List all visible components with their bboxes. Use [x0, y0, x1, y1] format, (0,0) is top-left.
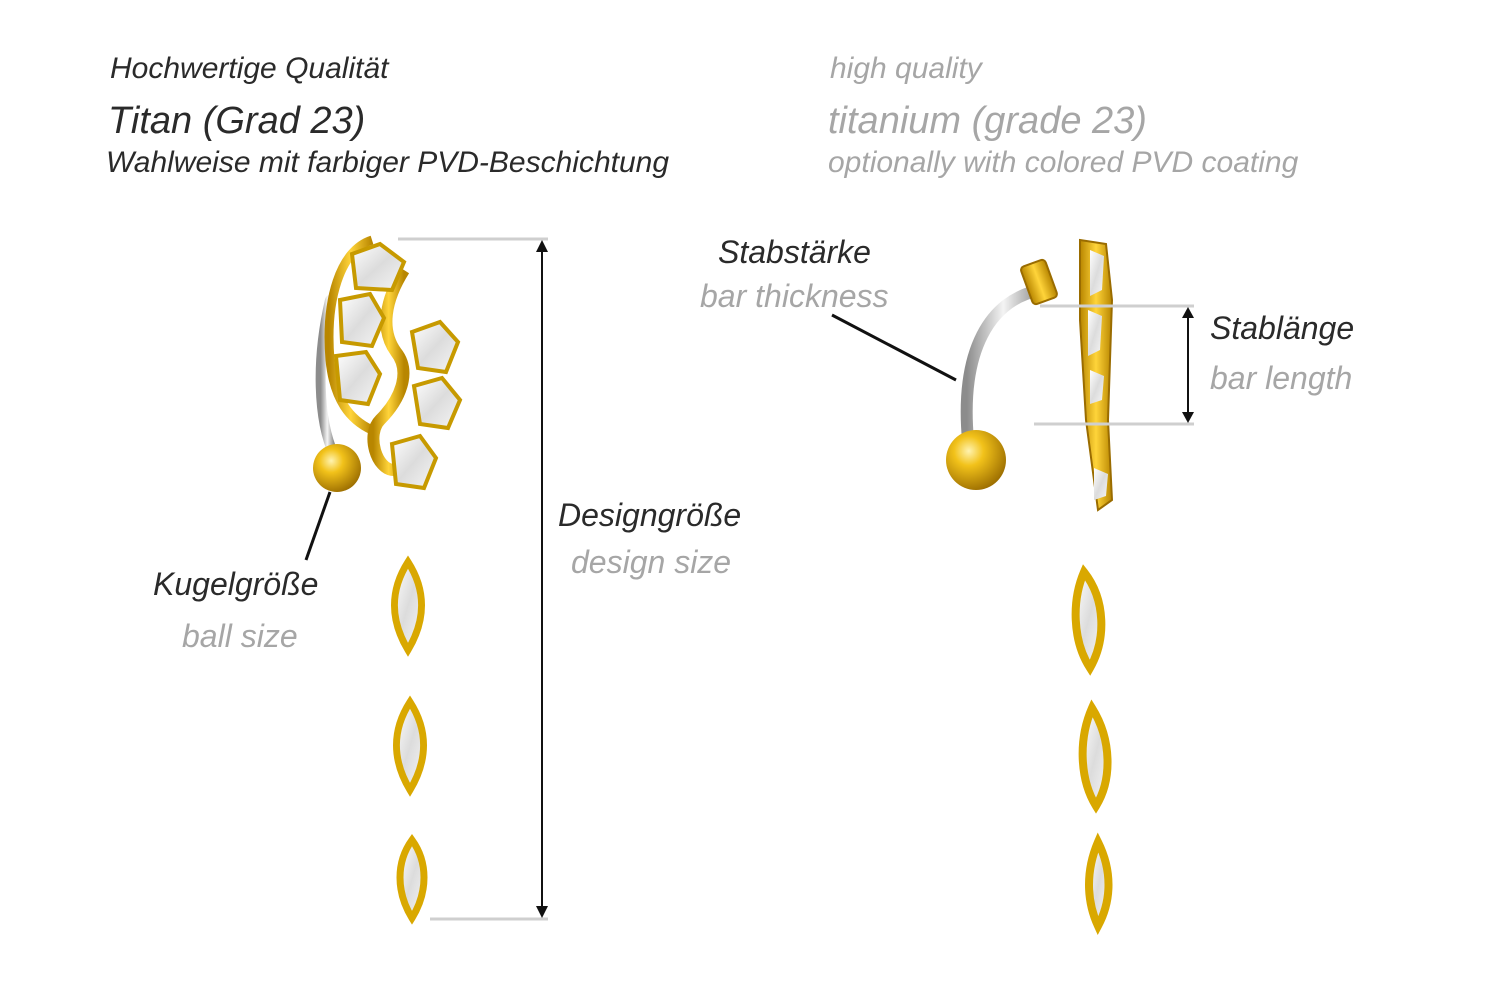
- bar-thickness-label-en: bar thickness: [700, 278, 889, 314]
- side-dangle-chain: [1071, 510, 1113, 935]
- header-material-de: Titan (Grad 23): [108, 100, 366, 142]
- header-material-en: titanium (grade 23): [828, 100, 1147, 142]
- front-view-jewelry: [313, 235, 463, 925]
- bar-length-label-en: bar length: [1210, 360, 1353, 396]
- header-coating-de: Wahlweise mit farbiger PVD-Beschichtung: [106, 146, 670, 179]
- header-coating-en: optionally with colored PVD coating: [828, 146, 1299, 179]
- front-dangle-chain: [391, 495, 428, 925]
- bar-thickness-pointer: [831, 313, 957, 382]
- bar-length-dimension: [1034, 304, 1194, 426]
- header-quality-de: Hochwertige Qualität: [110, 52, 389, 85]
- front-ball: [313, 444, 361, 492]
- bar-length-label-de: Stablänge: [1210, 310, 1355, 346]
- front-gems: [333, 241, 463, 491]
- design-size-label-de: Designgröße: [558, 497, 742, 533]
- ball-size-pointer: [304, 491, 332, 561]
- header-quality-en: high quality: [830, 52, 982, 85]
- bar-thickness-label-de: Stabstärke: [718, 234, 871, 270]
- design-size-dimension: [398, 237, 548, 921]
- ball-size-label-de: Kugelgröße: [153, 566, 319, 602]
- side-ball: [946, 430, 1006, 490]
- side-view-jewelry: [946, 238, 1114, 935]
- design-size-label-en: design size: [571, 544, 732, 580]
- ball-size-label-en: ball size: [182, 618, 298, 654]
